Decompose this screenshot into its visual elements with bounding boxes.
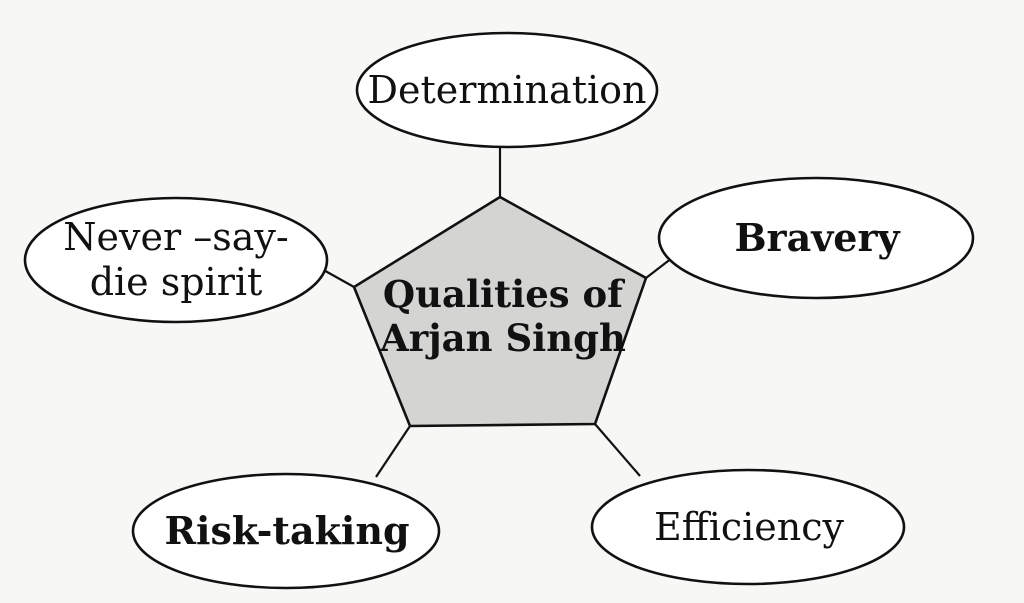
ellipse-efficiency: [590, 468, 906, 586]
never-say-die-text-line1: Never –say-: [63, 215, 289, 260]
center-title-line2: Arjan Singh: [380, 316, 626, 360]
connector-bravery: [645, 257, 673, 279]
ellipse-risk-taking: [131, 472, 441, 590]
center-title: Qualities of Arjan Singh: [370, 262, 636, 372]
bravery-text: Bravery: [734, 214, 900, 260]
ellipse-never-say-die: [23, 196, 329, 324]
determination-text: Determination: [367, 67, 647, 112]
never-say-die-text-line2: die spirit: [89, 260, 263, 304]
center-pentagon: [352, 195, 648, 428]
risk-taking-label: Risk-taking: [134, 501, 440, 561]
determination-label: Determination: [357, 60, 657, 120]
never-say-die-label: Never –say- die spirit: [26, 205, 326, 315]
ellipse-bravery: [657, 176, 975, 300]
risk-taking-text: Risk-taking: [164, 507, 410, 553]
center-title-line1: Qualities of: [382, 272, 624, 317]
ellipse-determination: [355, 31, 659, 149]
connector-efficiency: [594, 423, 641, 477]
efficiency-label: Efficiency: [594, 497, 904, 557]
efficiency-text: Efficiency: [653, 504, 845, 549]
connector-risk-taking: [375, 425, 411, 478]
bravery-label: Bravery: [662, 208, 972, 268]
